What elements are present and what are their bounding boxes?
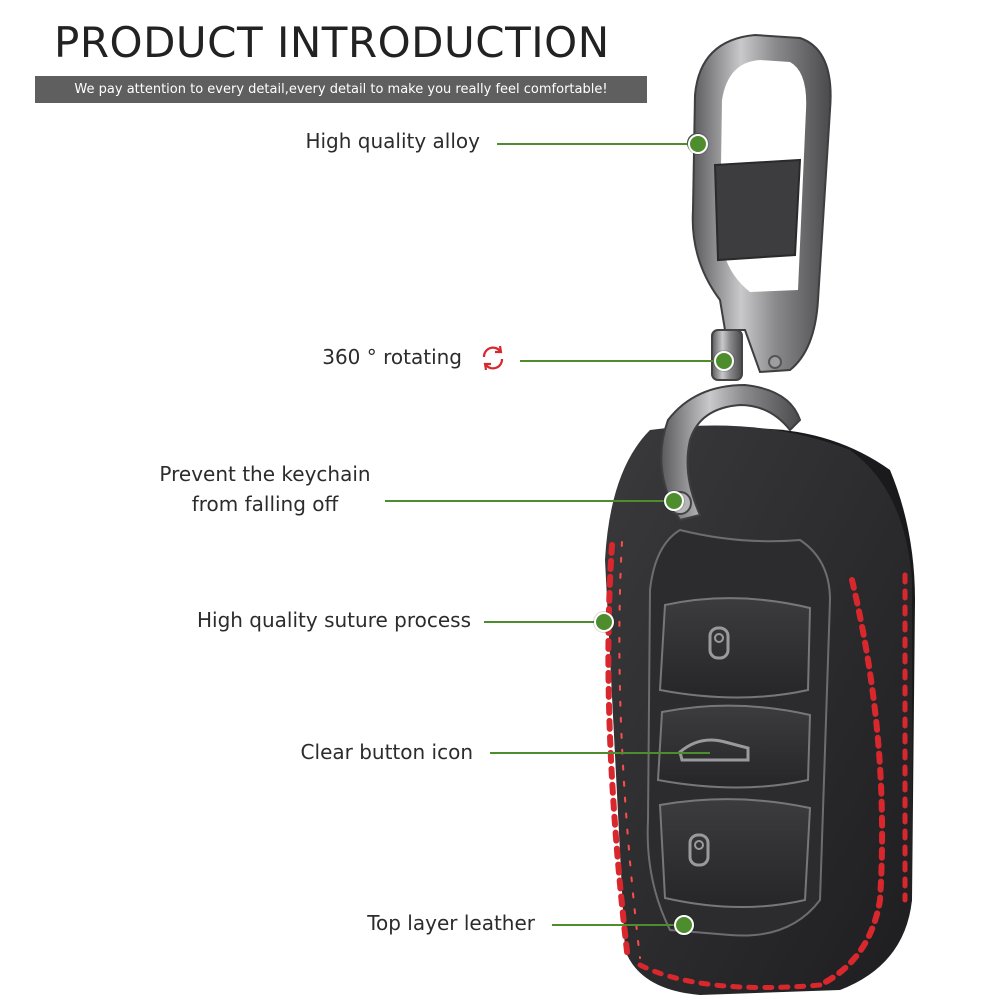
subtitle-banner: We pay attention to every detail,every d… [35,76,647,103]
callout-dot-rotating [714,351,734,371]
feature-label-suture: High quality suture process [196,608,471,632]
leader-line-button-icon [490,752,710,754]
leader-line-rotating [520,360,720,362]
feature-label-prevent-line1: Prevent the keychain [159,462,371,486]
page-title: PRODUCT INTRODUCTION [54,18,610,67]
callout-dot-leather [674,915,694,935]
feature-label-leather: Top layer leather [367,911,535,935]
callout-dot-suture [594,612,614,632]
feature-label-alloy: High quality alloy [305,129,480,153]
feature-label-button-icon: Clear button icon [300,740,473,764]
callout-dot-prevent [664,491,684,511]
rotate-icon [482,345,504,371]
leader-line-alloy [497,143,697,145]
leader-line-leather [552,924,682,926]
feature-label-rotating: 360 ° rotating [322,345,462,369]
callout-dot-alloy [688,134,708,154]
feature-label-prevent-line2: from falling off [191,492,339,516]
leader-line-suture [484,621,599,623]
leader-line-prevent [385,500,675,502]
